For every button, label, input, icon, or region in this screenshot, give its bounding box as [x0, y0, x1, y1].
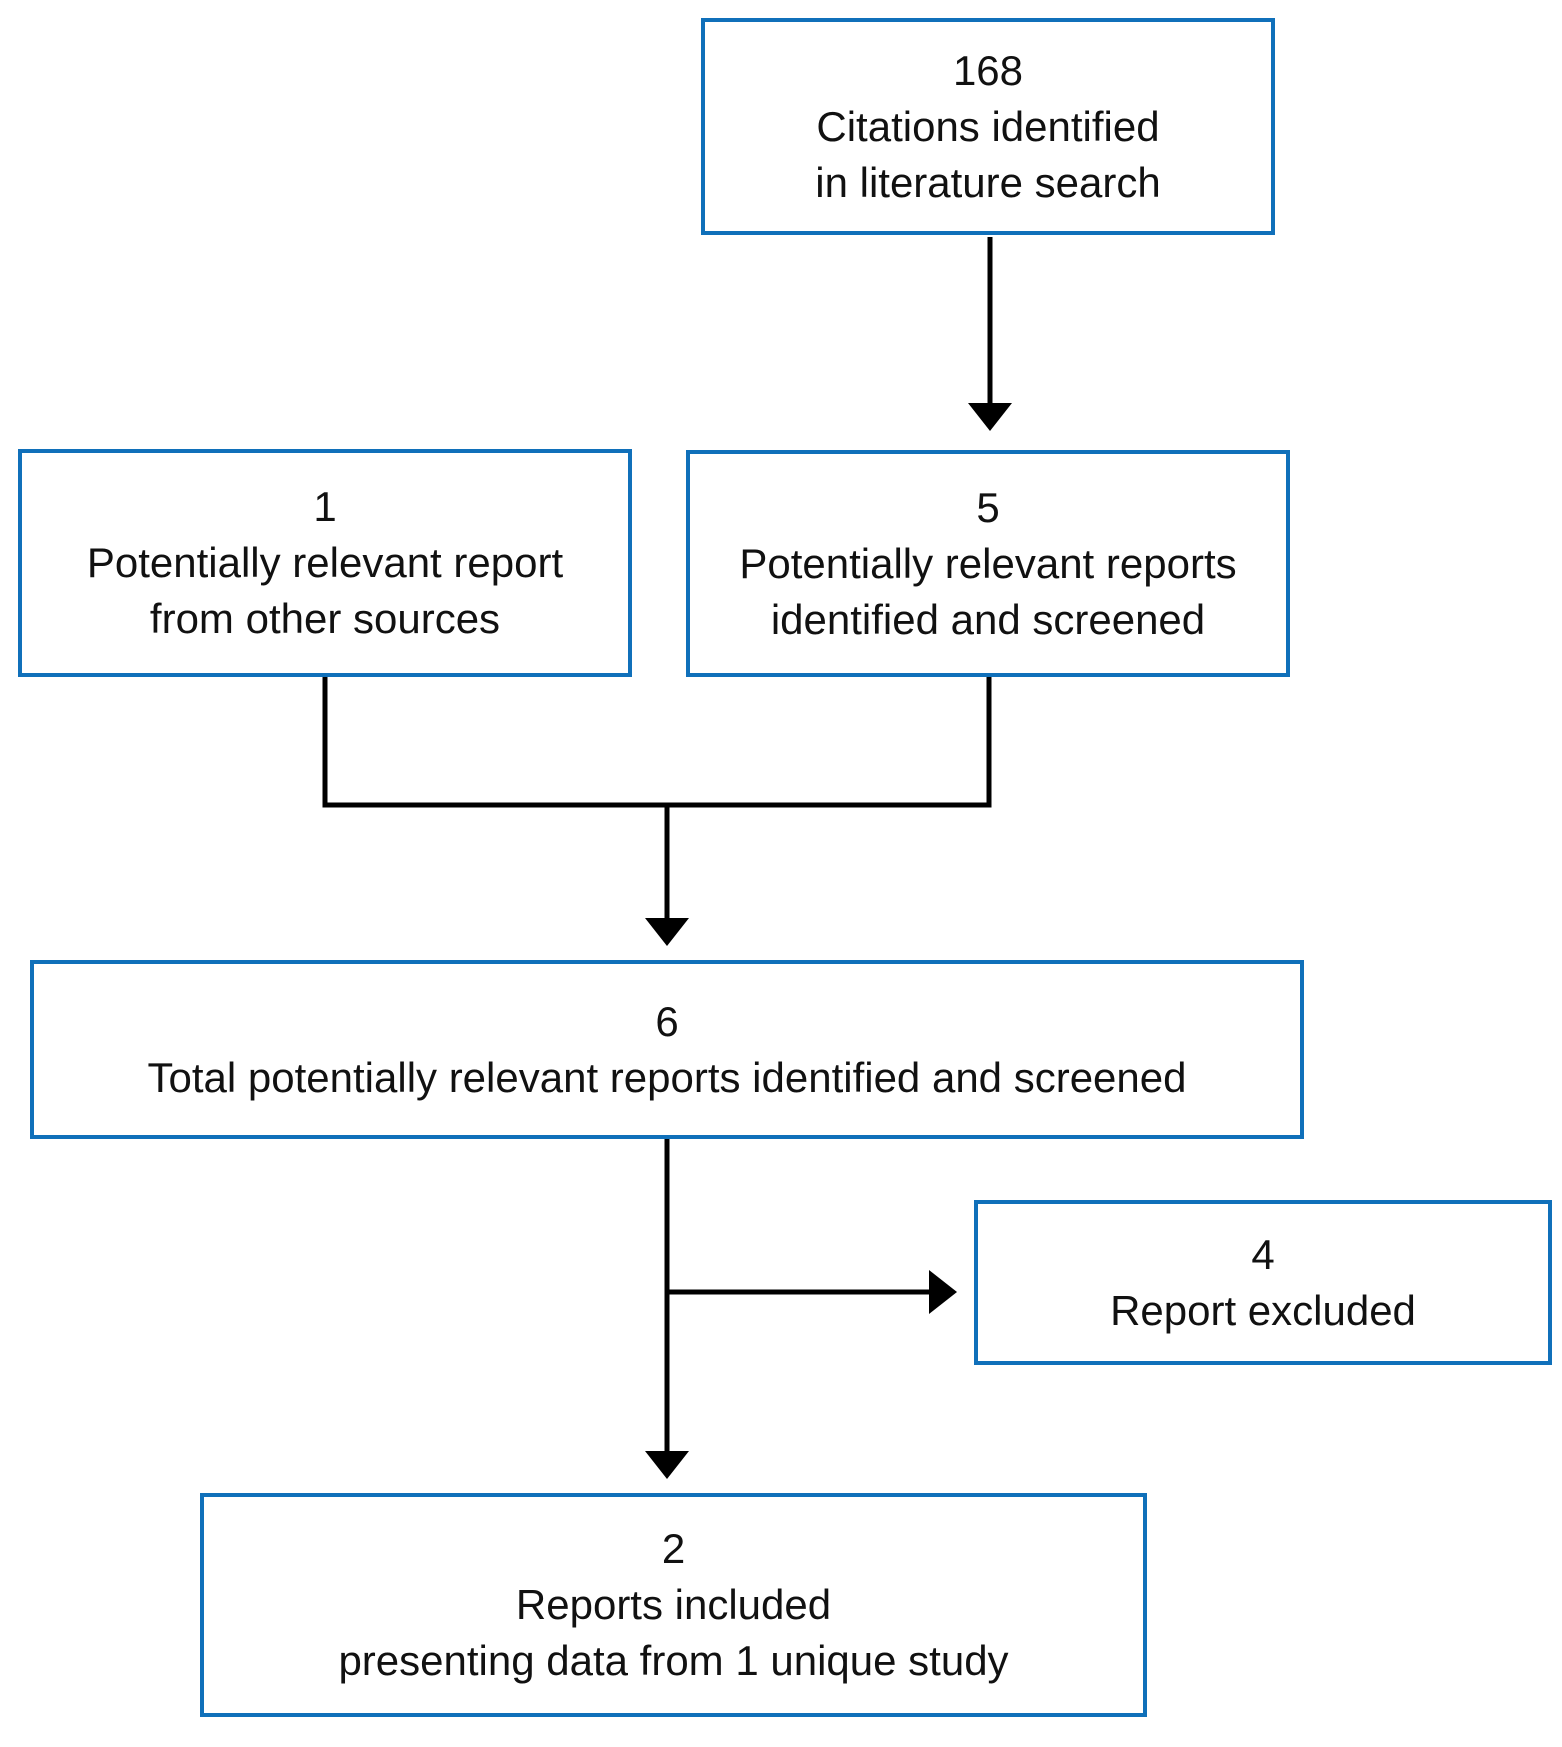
- node-count: 5: [976, 483, 1000, 531]
- node-citations-identified: 168 Citations identified in literature s…: [701, 18, 1275, 235]
- node-label: from other sources: [149, 595, 501, 642]
- node-count: 168: [952, 46, 1024, 94]
- arrow-total-to-excluded: [667, 1270, 957, 1314]
- node-label: Report excluded: [1110, 1286, 1416, 1334]
- node-count: 4: [1251, 1230, 1275, 1278]
- node-count: 2: [661, 1525, 686, 1572]
- node-label: in literature search: [815, 158, 1161, 206]
- node-label: Potentially relevant report: [86, 539, 564, 586]
- node-label: Reports included: [515, 1581, 832, 1628]
- connector-merge-to-total: [322, 677, 992, 946]
- node-potentially-relevant-screened: 5 Potentially relevant reports identifie…: [686, 450, 1290, 677]
- node-reports-included: 2 Reports included presenting data from …: [200, 1493, 1147, 1717]
- node-label: Total potentially relevant reports ident…: [147, 1053, 1187, 1101]
- node-label: Potentially relevant reports: [739, 539, 1237, 587]
- arrow-total-to-included: [645, 1139, 689, 1479]
- arrow-citations-to-screened: [968, 237, 1012, 431]
- node-report-excluded: 4 Report excluded: [974, 1200, 1552, 1365]
- node-label: presenting data from 1 unique study: [338, 1637, 1009, 1684]
- node-total-identified-screened: 6 Total potentially relevant reports ide…: [30, 960, 1304, 1139]
- node-count: 6: [655, 997, 679, 1045]
- node-label: Citations identified: [816, 102, 1160, 150]
- node-label: identified and screened: [770, 595, 1206, 643]
- node-count: 1: [313, 483, 337, 530]
- node-potentially-relevant-other-sources: 1 Potentially relevant report from other…: [18, 449, 632, 677]
